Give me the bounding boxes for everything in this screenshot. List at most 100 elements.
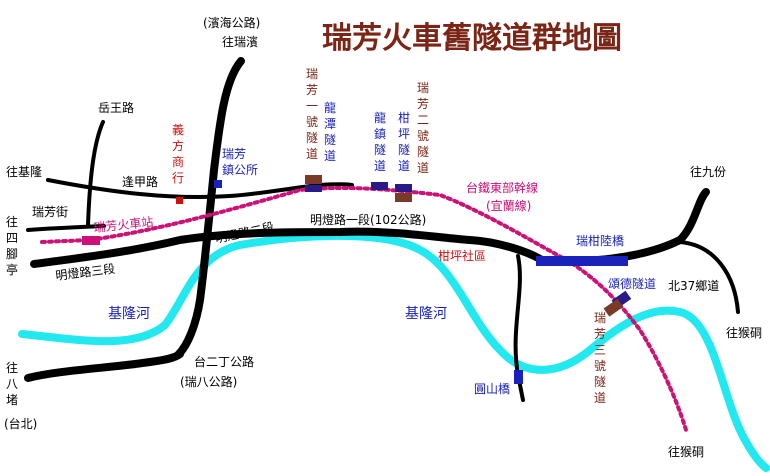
jilong-river — [18, 231, 770, 472]
label-longtan-tunnel-char: 隧 — [324, 132, 336, 147]
label-to-houtong-2: 往猴硐 — [668, 444, 704, 459]
label-to-badu: 往八堵 — [6, 360, 18, 407]
label-jilong-river-2: 基隆河 — [405, 305, 447, 322]
label-ruifang-tunnel3-char: 道 — [594, 391, 606, 405]
label-to-jiufen: 往九份 — [690, 164, 726, 179]
label-mingdeng-1: 明燈路一段(102公路) — [310, 212, 426, 227]
label-to-sijiaoting-char: 亭 — [6, 262, 18, 277]
label-to-badu-char: 八 — [6, 377, 18, 391]
label-bei37: 北37鄉道 — [668, 279, 719, 293]
ruifang-office-marker — [214, 180, 222, 188]
label-songde-tunnel: 頌德隧道 — [608, 276, 656, 291]
label-to-houtong-1: 往猴硐 — [726, 325, 762, 340]
label-to-sijiaoting-char: 四 — [6, 231, 18, 245]
label-to-sijiaoting-char: 腳 — [6, 247, 18, 261]
label-ruifang-tunnel1-char: 瑞 — [306, 67, 318, 81]
label-yifang-school-char: 義 — [172, 122, 184, 137]
label-kanping-community: 柑坪社區 — [438, 248, 486, 263]
fenjia-road — [46, 178, 354, 200]
badu-road — [24, 350, 184, 382]
label-ruifang-tunnel2-char: 芳 — [417, 97, 429, 111]
label-longzhen-tunnel-char: 鎮 — [374, 126, 386, 141]
ruifang-tunnel3-marker — [603, 298, 624, 317]
bei37-road — [678, 240, 740, 314]
label-ruifang-tunnel1-char: 道 — [306, 147, 318, 161]
label-to-ruibin: 往瑞濱 — [222, 34, 258, 49]
label-ruifang-tunnel3-char: 芳 — [594, 327, 606, 341]
railway-line — [40, 185, 688, 432]
label-ruifang-tunnel3-char: 隧 — [594, 374, 606, 389]
kanping-tunnel-marker — [395, 184, 412, 192]
label-yuewang-rd: 岳王路 — [98, 100, 134, 115]
label-yifang-school-char: 行 — [172, 171, 184, 185]
label-yifang-school-char: 商 — [172, 154, 184, 169]
label-ruiba: (瑞八公路) — [180, 374, 237, 389]
label-tra-line: 台鐵東部幹線 — [466, 180, 538, 195]
label-ruifang-tunnel2-char: 號 — [417, 129, 429, 143]
ruifang-tunnel1-marker — [305, 175, 322, 184]
label-ruifang-tunnel3-char: 三 — [594, 343, 606, 357]
longzhen-tunnel-marker — [371, 182, 388, 190]
label-ruifang-tunnel3-char: 瑞 — [594, 311, 606, 325]
ruifang-station-marker — [82, 236, 100, 245]
label-longzhen-tunnel-char: 隧 — [374, 142, 386, 157]
label-ruifang-tunnel2-char: 道 — [417, 161, 429, 175]
label-longtan-tunnel-char: 龍 — [324, 100, 336, 115]
label-taipei: (台北) — [4, 416, 37, 431]
label-ruifang-tunnel3-char: 號 — [594, 359, 606, 373]
label-taierding: 台二丁公路 — [194, 354, 254, 369]
yuanshan-bridge — [514, 370, 523, 384]
label-to-badu-char: 堵 — [6, 393, 18, 407]
longtan-tunnel-marker — [305, 185, 322, 192]
label-to-binhai: (濱海公路) — [203, 15, 260, 30]
yuewang-road — [86, 120, 105, 227]
mingdeng-road — [30, 188, 710, 268]
label-ruikan-bridge: 瑞柑陸橋 — [576, 233, 624, 248]
label-ruifang-tunnel2-char: 隧 — [417, 144, 429, 159]
label-ruifang-station: 瑞芳火車站 — [93, 215, 154, 235]
label-kanping-tunnel-char: 坪 — [398, 127, 410, 141]
label-to-jilong: 往基隆 — [6, 164, 42, 179]
label-mingdeng-3: 明燈路三段 — [55, 261, 116, 283]
label-kanping-tunnel-char: 隧 — [398, 142, 410, 157]
label-jilong-river-1: 基隆河 — [108, 305, 150, 322]
ruifang-tunnel2-marker — [395, 193, 412, 202]
label-ruifang-tunnel1-char: 號 — [306, 115, 318, 129]
label-kanping-tunnel-char: 道 — [398, 159, 410, 173]
yuanshan-road — [513, 254, 525, 402]
label-ruifang-office-line: 瑞芳 — [222, 147, 246, 161]
label-to-badu-char: 往 — [6, 360, 18, 375]
label-fenjia-rd: 逢甲路 — [122, 174, 158, 189]
taierding-road — [174, 57, 245, 359]
label-yuanshan-bridge: 圓山橋 — [474, 382, 510, 396]
label-longtan-tunnel-char: 道 — [324, 149, 336, 163]
yifang-marker — [176, 197, 183, 204]
label-to-sijiaoting-char: 往 — [6, 214, 18, 229]
label-ruifang-tunnel2-char: 瑞 — [417, 81, 429, 95]
label-ruifang-office-line: 鎮公所 — [222, 162, 258, 177]
label-ruifang-tunnel1-char: 隧 — [306, 130, 318, 145]
label-ruifang-st: 瑞芳街 — [32, 205, 68, 219]
label-ruifang-tunnel1-char: 芳 — [306, 83, 318, 97]
label-ruifang-tunnel1-char: 一 — [306, 99, 318, 113]
map-title: 瑞芳火車舊隧道群地圖 — [322, 21, 622, 56]
label-yifang-school-char: 方 — [172, 138, 184, 153]
label-longzhen-tunnel-char: 道 — [374, 159, 386, 173]
label-longtan-tunnel-char: 潭 — [324, 117, 336, 131]
label-ruifang-tunnel2-char: 二 — [417, 113, 429, 127]
label-kanping-tunnel-char: 柑 — [398, 110, 410, 125]
label-yilan-line: (宜蘭線) — [486, 198, 531, 213]
ruifang-street — [26, 224, 106, 232]
label-longzhen-tunnel-char: 龍 — [374, 110, 386, 125]
